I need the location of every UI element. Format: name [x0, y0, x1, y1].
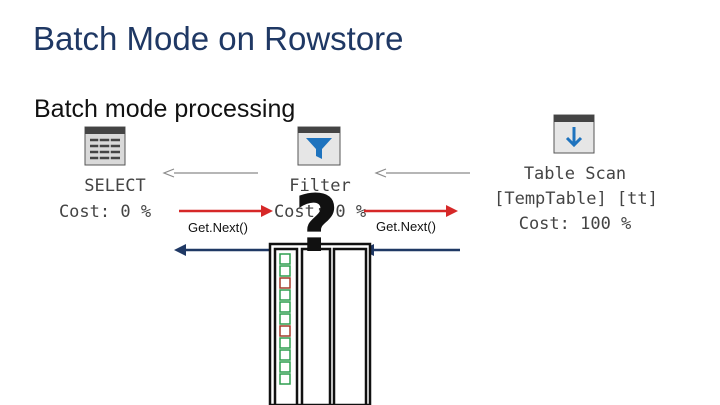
row-indicator	[279, 313, 291, 325]
return-arrow-right	[362, 244, 460, 256]
row-indicator	[279, 373, 291, 385]
row-indicator	[279, 325, 291, 337]
slide-subtitle: Batch mode processing	[34, 95, 296, 123]
batch-column-1	[273, 247, 299, 405]
row-indicators	[279, 253, 291, 385]
row-indicator	[279, 265, 291, 277]
table-scan-object: [TempTable] [tt]	[494, 189, 658, 209]
row-indicator	[279, 337, 291, 349]
row-indicator	[279, 289, 291, 301]
row-indicator	[279, 361, 291, 373]
table-grid-icon	[84, 126, 126, 166]
select-operator-cost: Cost: 0 %	[58, 202, 152, 222]
row-indicator	[279, 349, 291, 361]
batch-column-3	[332, 247, 368, 405]
table-scan-operator-name: Table Scan	[523, 164, 627, 184]
row-indicator	[279, 301, 291, 313]
getnext-call-arrow-left	[179, 205, 273, 217]
table-scan-operator-cost: Cost: 100 %	[518, 214, 632, 234]
slide-title: Batch Mode on Rowstore	[33, 20, 404, 57]
table-scan-icon	[553, 114, 595, 154]
batch-container	[268, 242, 372, 405]
getnext-call-arrow-right	[364, 205, 458, 217]
filter-operator[interactable]	[297, 126, 341, 166]
filter-operator-name: Filter	[289, 176, 351, 196]
table-scan-operator[interactable]	[553, 114, 595, 154]
flow-arrow-filter-scan	[374, 168, 470, 178]
return-arrow-left	[174, 244, 272, 256]
row-indicator	[279, 253, 291, 265]
funnel-icon	[297, 126, 341, 166]
select-operator[interactable]	[84, 126, 126, 166]
getnext-label-left: Get.Next()	[188, 220, 248, 235]
select-operator-name: SELECT	[84, 176, 146, 196]
filter-operator-cost: Cost: 0 %	[273, 202, 367, 222]
batch-column-2	[300, 247, 332, 405]
flow-arrow-select-filter	[162, 168, 258, 178]
getnext-label-right: Get.Next()	[376, 219, 436, 234]
row-indicator	[279, 277, 291, 289]
question-mark: ?	[294, 180, 340, 270]
